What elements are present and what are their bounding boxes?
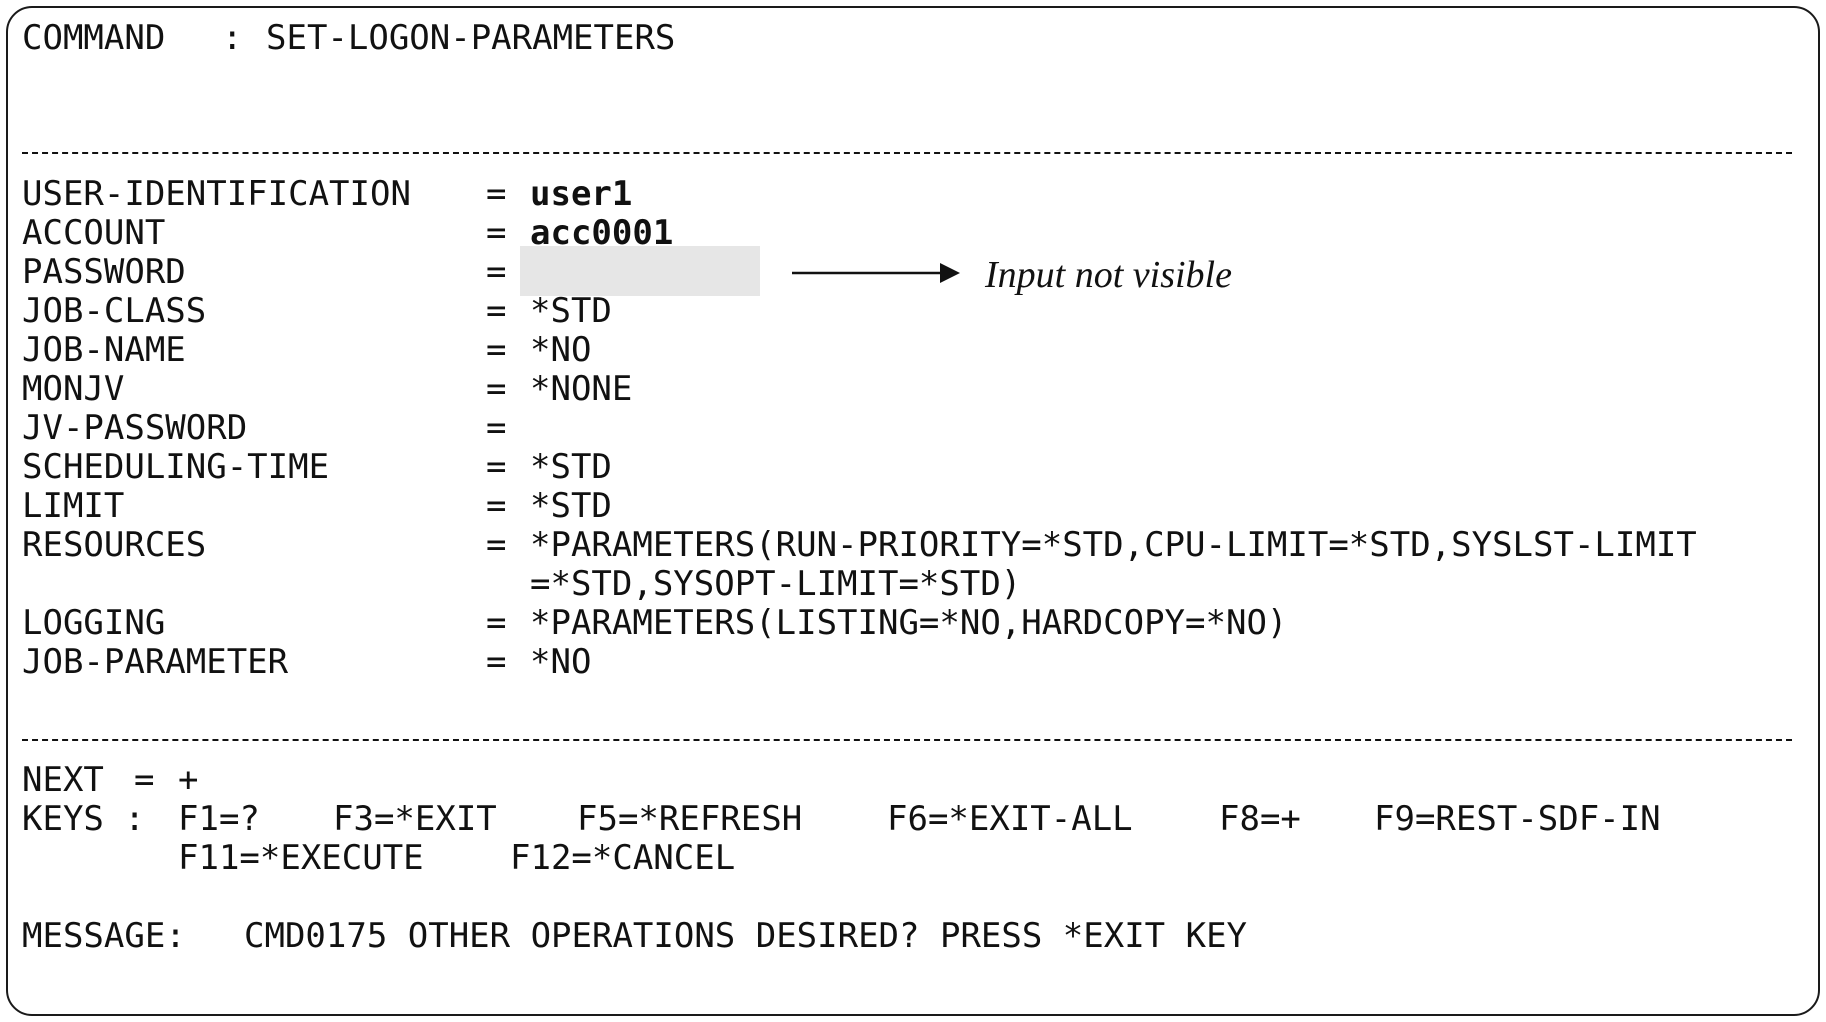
key-f3-exit[interactable]: F3=*EXIT: [333, 799, 497, 839]
logging-input[interactable]: *PARAMETERS(LISTING=*NO,HARDCOPY=*NO): [530, 603, 1288, 643]
param-equals: =: [486, 603, 507, 643]
param-label-scheduling-time: SCHEDULING-TIME: [22, 447, 330, 487]
key-f8-next[interactable]: F8=+: [1219, 799, 1301, 839]
scheduling-time-input[interactable]: *STD: [530, 447, 612, 487]
key-f9-rest-sdf-in[interactable]: F9=REST-SDF-IN: [1374, 799, 1661, 839]
resources-input[interactable]: *PARAMETERS(RUN-PRIORITY=*STD,CPU-LIMIT=…: [530, 525, 1697, 565]
param-equals: =: [486, 525, 507, 565]
terminal-screen: [6, 6, 1820, 1016]
keys-label: KEYS :: [22, 799, 145, 839]
command-input[interactable]: SET-LOGON-PARAMETERS: [266, 18, 676, 58]
arrow-right-icon: [792, 263, 960, 283]
param-equals: =: [486, 369, 507, 409]
param-equals: =: [486, 447, 507, 487]
param-equals: =: [486, 486, 507, 526]
param-label-limit: LIMIT: [22, 486, 125, 526]
next-label: NEXT: [22, 760, 104, 800]
next-input[interactable]: +: [178, 760, 199, 800]
resources-input-continuation[interactable]: =*STD,SYSOPT-LIMIT=*STD): [530, 564, 1022, 604]
monjv-input[interactable]: *NONE: [530, 369, 633, 409]
param-equals: =: [486, 330, 507, 370]
key-f12-cancel[interactable]: F12=*CANCEL: [510, 838, 736, 878]
param-equals: =: [486, 213, 507, 253]
job-name-input[interactable]: *NO: [530, 330, 592, 370]
job-parameter-input[interactable]: *NO: [530, 642, 592, 682]
param-equals: =: [486, 291, 507, 331]
user-identification-input[interactable]: user1: [530, 174, 633, 214]
param-label-resources: RESOURCES: [22, 525, 207, 565]
param-label-password: PASSWORD: [22, 252, 186, 292]
param-label-logging: LOGGING: [22, 603, 166, 643]
param-label-jv-password: JV-PASSWORD: [22, 408, 248, 448]
job-class-input[interactable]: *STD: [530, 291, 612, 331]
command-label: COMMAND: [22, 18, 166, 58]
param-label-job-class: JOB-CLASS: [22, 291, 207, 331]
param-label-job-name: JOB-NAME: [22, 330, 186, 370]
limit-input[interactable]: *STD: [530, 486, 612, 526]
param-label-monjv: MONJV: [22, 369, 125, 409]
param-equals: =: [486, 252, 507, 292]
input-not-visible-annotation: Input not visible: [985, 254, 1232, 296]
param-label-job-parameter: JOB-PARAMETER: [22, 642, 289, 682]
password-input[interactable]: [520, 246, 760, 296]
command-separator: :: [222, 18, 243, 58]
param-equals: =: [486, 408, 507, 448]
param-equals: =: [486, 174, 507, 214]
param-label-account: ACCOUNT: [22, 213, 166, 253]
key-f1-help[interactable]: F1=?: [178, 799, 260, 839]
message-label: MESSAGE:: [22, 916, 186, 956]
bottom-separator: [22, 739, 1792, 741]
key-f11-execute[interactable]: F11=*EXECUTE: [178, 838, 424, 878]
param-equals: =: [486, 642, 507, 682]
top-separator: [22, 152, 1792, 154]
param-label-user-identification: USER-IDENTIFICATION: [22, 174, 411, 214]
key-f5-refresh[interactable]: F5=*REFRESH: [577, 799, 803, 839]
next-equals: =: [134, 760, 155, 800]
message-text: CMD0175 OTHER OPERATIONS DESIRED? PRESS …: [244, 916, 1248, 956]
key-f6-exit-all[interactable]: F6=*EXIT-ALL: [887, 799, 1133, 839]
